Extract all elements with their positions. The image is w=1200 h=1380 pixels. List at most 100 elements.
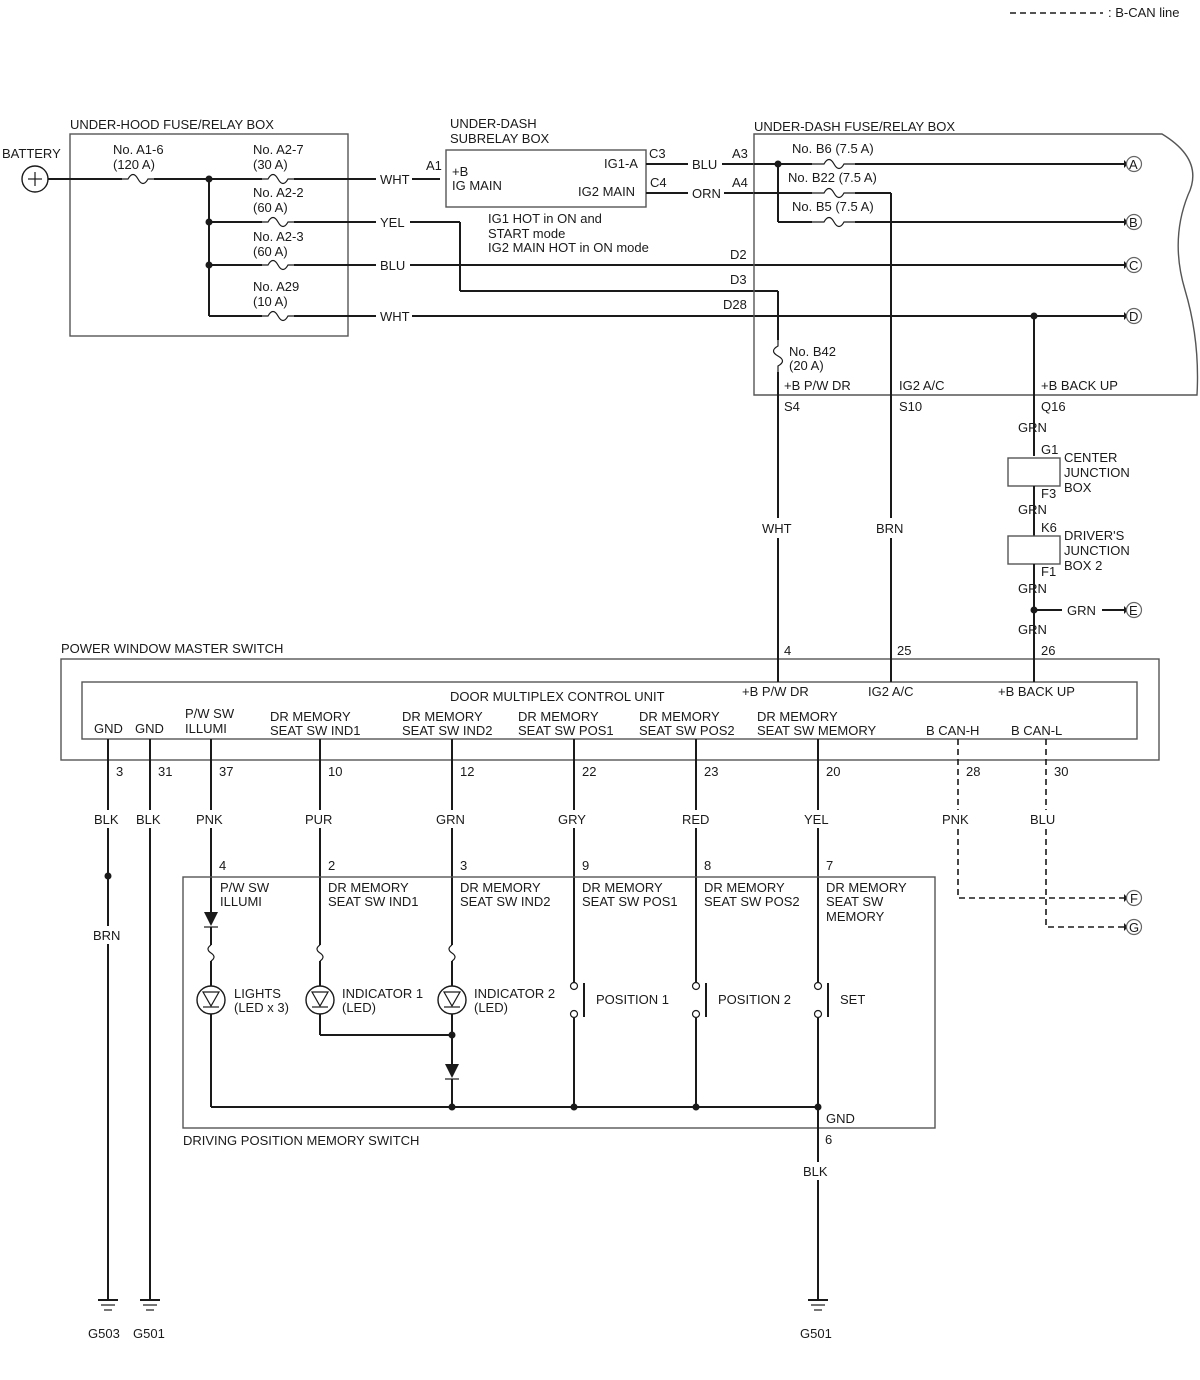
ground-label-g501b: G501 (800, 1326, 832, 1341)
wire-label-gry: GRY (558, 812, 586, 827)
ig-notes: IG1 HOT in ON and START mode IG2 MAIN HO… (488, 211, 649, 255)
wire-label-blk3: BLK (803, 1164, 828, 1179)
ground-g503-icon (98, 1299, 118, 1311)
pwms-term-pwdr: +B P/W DR (742, 684, 809, 699)
pin-D3: D3 (730, 272, 747, 287)
fuse-a22-name: No. A2-2 (253, 185, 304, 200)
pin-p25: 25 (897, 643, 911, 658)
power-window-master-switch: POWER WINDOW MASTER SWITCH DOOR MULTIPLE… (60, 641, 1160, 761)
pin-C4: C4 (650, 175, 667, 190)
fuse-a29-icon (262, 310, 294, 322)
vertical-wire-labels: WHT BRN (760, 518, 910, 538)
dpms-term-pwsw-1: P/W SW (220, 880, 270, 895)
pin-D2: D2 (730, 247, 747, 262)
pin-d6: 6 (825, 1132, 832, 1147)
led-lights-icon (196, 985, 226, 1015)
connector-F-label: F (1130, 891, 1138, 906)
component-ind1-1: INDICATOR 1 (342, 986, 423, 1001)
dmcu-title: DOOR MULTIPLEX CONTROL UNIT (450, 689, 665, 704)
underhood-fuse-box: UNDER-HOOD FUSE/RELAY BOX (69, 117, 349, 337)
note-line-3: IG2 MAIN HOT in ON mode (488, 240, 649, 255)
dpms-term-mem-2: SEAT SW (826, 894, 884, 909)
fuse-a23-rating: (60 A) (253, 244, 288, 259)
pin-p23: 23 (704, 764, 718, 779)
pwms-title: POWER WINDOW MASTER SWITCH (61, 641, 283, 656)
diode-pwsw-icon (204, 912, 218, 926)
driving-position-memory-switch: DRIVING POSITION MEMORY SWITCH 4 2 3 9 8… (182, 858, 936, 1148)
underhood-fuse-box-title: UNDER-HOOD FUSE/RELAY BOX (70, 117, 274, 132)
fuse-b5-icon (812, 216, 855, 228)
wire-label-orn: ORN (692, 186, 721, 201)
dpms-term-pos1-2: SEAT SW POS1 (582, 894, 678, 909)
ground-wiring-labels: 6 BLK (801, 1132, 835, 1180)
dpms-term-ind1-1: DR MEMORY (328, 880, 409, 895)
pin-A4: A4 (732, 175, 748, 190)
switch-position2-icon (691, 981, 707, 1019)
ground-label-g501a: G501 (133, 1326, 165, 1341)
fuse-a23-icon (262, 259, 294, 271)
wire-label-wht3: WHT (762, 521, 792, 536)
dmcu-term-pos1-1: DR MEMORY (518, 709, 599, 724)
dpms-term-pos2-2: SEAT SW POS2 (704, 894, 800, 909)
wire-labels-lower: BLK BLK PNK PUR GRN GRY RED YEL PNK BLU … (91, 810, 1062, 944)
resistor-pwsw-icon (207, 944, 215, 962)
pin-d8: 8 (704, 858, 711, 873)
fuse-a16-name: No. A1-6 (113, 142, 164, 157)
connector-B[interactable]: B (1124, 213, 1143, 231)
fuse-term-pwdr: +B P/W DR (784, 378, 851, 393)
diode-ind-icon (445, 1064, 459, 1078)
dpms-term-ind2-1: DR MEMORY (460, 880, 541, 895)
battery-label: BATTERY (2, 146, 61, 161)
dpms-term-mem-1: DR MEMORY (826, 880, 907, 895)
fuse-term-ig2ac: IG2 A/C (899, 378, 945, 393)
wire-label-pnk2: PNK (942, 812, 969, 827)
dmcu-term-pwsw-2: ILLUMI (185, 721, 227, 736)
connector-F[interactable]: F (1124, 889, 1143, 907)
dpms-title: DRIVING POSITION MEMORY SWITCH (183, 1133, 419, 1148)
wire-label-wht2: WHT (380, 309, 410, 324)
fuse-a23-name: No. A2-3 (253, 229, 304, 244)
pin-F1: F1 (1041, 564, 1056, 579)
fuse-b42-name: No. B42 (789, 344, 836, 359)
switch-set-icon (813, 981, 829, 1019)
pin-d7: 7 (826, 858, 833, 873)
legend-text: : B-CAN line (1108, 5, 1180, 20)
wire-label-pnk1: PNK (196, 812, 223, 827)
wire-label-yel1: YEL (380, 215, 405, 230)
wire-label-grnE: GRN (1067, 603, 1096, 618)
pin-p22: 22 (582, 764, 596, 779)
pin-p3: 3 (116, 764, 123, 779)
wire-label-blu1: BLU (380, 258, 405, 273)
dmcu-term-mem-2: SEAT SW MEMORY (757, 723, 877, 738)
drivers-junction-box-icon (1007, 535, 1061, 565)
dpms-term-ind1-2: SEAT SW IND1 (328, 894, 419, 909)
connector-D[interactable]: D (1124, 307, 1143, 325)
underhood-fuses: No. A1-6 (120 A) No. A2-7 (30 A) No. A2-… (113, 142, 304, 322)
subrelay-ig1a-label: IG1-A (604, 156, 638, 171)
dmcu-term-ind1-1: DR MEMORY (270, 709, 351, 724)
connector-E[interactable]: E (1124, 601, 1143, 619)
connector-G[interactable]: G (1124, 918, 1143, 936)
pin-S4: S4 (784, 399, 800, 414)
fuse-a22-rating: (60 A) (253, 200, 288, 215)
battery: BATTERY (2, 146, 61, 193)
dmcu-term-gnd1: GND (94, 721, 123, 736)
pwms-term-ig2ac: IG2 A/C (868, 684, 914, 699)
pwms-outline (60, 658, 1160, 761)
cjb-title-1: CENTER (1064, 450, 1117, 465)
fuse-b22-icon (812, 187, 855, 199)
switch-position1-icon (569, 981, 585, 1019)
connector-A[interactable]: A (1124, 155, 1143, 173)
djb2-title-2: JUNCTION (1064, 543, 1130, 558)
legend: : B-CAN line (1010, 5, 1180, 20)
subrelay-box-outline (445, 149, 647, 208)
connector-terminals: A B C D E F G (1124, 155, 1143, 936)
wire-label-red: RED (682, 812, 709, 827)
wire-label-blk2: BLK (136, 812, 161, 827)
ground-g501b-icon (808, 1299, 828, 1311)
pin-K6: K6 (1041, 520, 1057, 535)
fuse-a29-name: No. A29 (253, 279, 299, 294)
pin-p31: 31 (158, 764, 172, 779)
connector-B-label: B (1129, 215, 1138, 230)
connector-C[interactable]: C (1124, 256, 1143, 274)
